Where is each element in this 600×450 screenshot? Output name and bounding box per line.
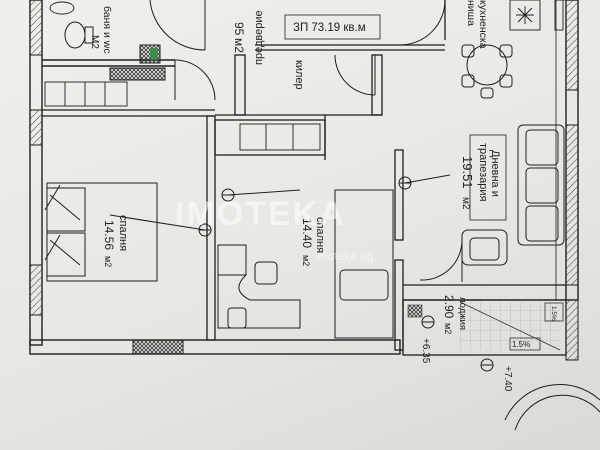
living-unit: м2 (460, 197, 471, 210)
loggia-slope-small: 1.5% (550, 306, 557, 321)
green-marker (150, 48, 158, 60)
bed2-label: спалня (314, 217, 326, 253)
total-area-text: ЗП 73.19 кв.м (293, 22, 366, 34)
dining-table-icon (461, 44, 513, 99)
kitchen-label-1: кухненска (477, 0, 489, 49)
living-label-frame (469, 134, 507, 221)
double-bed-icon (44, 182, 158, 282)
interior-walls (42, 0, 567, 356)
door-swings (149, 0, 600, 431)
watermark-url: imoteka.bg (315, 249, 374, 263)
wardrobe-icon (44, 81, 128, 107)
living-label-1: Дневна и (489, 150, 501, 197)
loggia-area: 2.90 (442, 295, 456, 319)
loggia-unit: м2 (443, 323, 453, 334)
bed1-label: спалня (117, 215, 129, 251)
loggia-slope: 1.5% (512, 340, 530, 349)
armchair-icon (461, 229, 508, 266)
loggia-floor (407, 301, 564, 351)
bed2-unit: м2 (301, 255, 311, 266)
bed2-area: 14.40 (300, 218, 314, 248)
desk-icon (217, 244, 301, 329)
toilet-icon (64, 21, 94, 49)
bed1-unit: м2 (103, 256, 113, 267)
wc-label: баня и wc (101, 6, 113, 54)
kitchen-counter-icon (509, 0, 564, 31)
wc-area-sup: М2 (89, 35, 100, 49)
corridor-label: предверие (253, 10, 265, 65)
sofa-icon (517, 124, 565, 246)
area-label-frame (284, 14, 381, 40)
single-bed-icon (334, 189, 394, 339)
closet-shelves-icon (239, 123, 321, 151)
level-marker-2: +7.40 (502, 366, 513, 392)
hatched-wall-segments (29, 0, 579, 361)
bed1-area: 14.56 (102, 220, 116, 250)
corridor-area: 95 (232, 22, 246, 36)
storage-label: килер (293, 60, 305, 90)
level-marker-1: +6.35 (420, 338, 431, 364)
living-area: 19.51 (460, 156, 475, 189)
bath-fixtures-icon (49, 1, 75, 15)
corridor-unit: м2 (232, 38, 246, 53)
kitchen-label-2: ниша (465, 0, 477, 26)
light-fixtures (109, 174, 494, 372)
watermark-logo: IMOTEKA (175, 195, 346, 233)
loggia-label: лоджия (457, 297, 468, 330)
living-label-2: трапезария (477, 143, 489, 202)
